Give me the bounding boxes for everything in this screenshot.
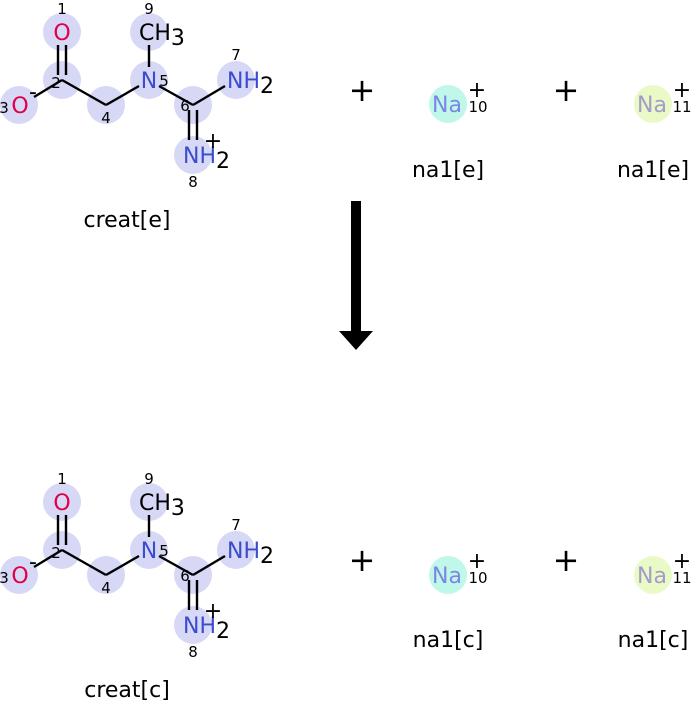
atom-na10-charge: +	[468, 78, 486, 103]
highlight-na11	[634, 85, 672, 123]
bonds	[33, 515, 226, 610]
index-10: 10	[468, 569, 487, 587]
highlight-c9	[130, 483, 168, 521]
atom-o3-charge: -	[29, 550, 37, 575]
product-sodium-11: Na + 11 na1[c]	[618, 549, 692, 653]
index-10: 10	[468, 98, 487, 116]
product-sodium-10: Na + 10 na1[c]	[413, 549, 488, 653]
highlight-c9	[130, 13, 168, 51]
highlight-n7	[217, 531, 255, 569]
atom-n8-charge: +	[204, 129, 222, 154]
index-1: 1	[57, 470, 67, 488]
atom-na11-charge: +	[673, 549, 691, 574]
atom-na11: Na	[637, 93, 667, 118]
reactant-creatine-name: creat[e]	[83, 208, 170, 233]
atom-n8: NH2	[183, 614, 230, 644]
atom-indices: 1 2 3 4 5 6 7 8 9	[0, 470, 241, 661]
atom-n8-charge: +	[204, 599, 222, 624]
highlight-n5	[130, 531, 168, 569]
atom-o1: O	[53, 21, 70, 46]
atom-n8: NH2	[183, 144, 230, 174]
reactant-plus-2: +	[553, 71, 580, 109]
atom-c9: CH3	[139, 21, 185, 51]
atom-o3-charge: -	[29, 80, 37, 105]
highlight-o3	[0, 556, 38, 594]
highlight-o3	[0, 86, 38, 124]
atom-na10: Na	[432, 564, 462, 589]
atom-labels: O O - N CH3 NH2 NH2 +	[11, 21, 274, 174]
atom-c9: CH3	[139, 491, 185, 521]
reactant-sodium-10: Na + 10 na1[e]	[412, 78, 488, 183]
index-6: 6	[180, 567, 190, 585]
index-9: 9	[144, 470, 154, 488]
reactant-plus-1: +	[349, 71, 376, 109]
highlight-na10	[429, 85, 467, 123]
index-7: 7	[231, 46, 241, 64]
index-6: 6	[180, 97, 190, 115]
index-1: 1	[57, 0, 67, 18]
atom-na11: Na	[637, 564, 667, 589]
atom-indices: 1 2 3 4 5 6 7 8 9	[0, 0, 241, 191]
arrow-shaft	[351, 201, 361, 333]
highlight-o1	[43, 483, 81, 521]
atom-na10: Na	[432, 93, 462, 118]
product-creatine-name: creat[c]	[84, 678, 170, 701]
highlight-o1	[43, 13, 81, 51]
highlight-n7	[217, 61, 255, 99]
index-2: 2	[51, 544, 61, 562]
product-plus-1: +	[349, 541, 376, 579]
atom-n5: N	[141, 539, 157, 564]
highlight-n8	[174, 136, 212, 174]
bonds	[33, 45, 226, 140]
atom-o3: O	[11, 564, 28, 589]
reactant-na10-name: na1[e]	[412, 158, 484, 183]
atom-labels: O O - N CH3 NH2 NH2 +	[11, 491, 274, 644]
atom-na11-charge: +	[673, 78, 691, 103]
product-na11-name: na1[c]	[618, 628, 689, 653]
index-3: 3	[0, 99, 9, 117]
reactant-na11-name: na1[e]	[617, 158, 689, 183]
atom-n7: NH2	[227, 539, 274, 569]
index-5: 5	[159, 542, 169, 560]
atom-o1: O	[53, 491, 70, 516]
product-na10-name: na1[c]	[413, 628, 484, 653]
index-5: 5	[159, 72, 169, 90]
reactant-creatine: O O - N CH3 NH2 NH2 + 1 2 3 4 5 6 7 8 9 …	[0, 0, 274, 233]
index-2: 2	[51, 74, 61, 92]
atom-n7: NH2	[227, 69, 274, 99]
index-11: 11	[672, 569, 691, 587]
index-9: 9	[144, 0, 154, 18]
highlight-n8	[174, 606, 212, 644]
product-plus-2: +	[553, 541, 580, 579]
reactant-sodium-11: Na + 11 na1[e]	[617, 78, 692, 183]
reaction-arrow	[339, 201, 373, 350]
atom-n5: N	[141, 69, 157, 94]
highlight-n5	[130, 61, 168, 99]
index-3: 3	[0, 569, 9, 587]
index-7: 7	[231, 516, 241, 534]
atom-na10-charge: +	[468, 549, 486, 574]
atom-o3: O	[11, 94, 28, 119]
index-4: 4	[101, 109, 111, 127]
arrow-head	[339, 331, 373, 350]
index-4: 4	[101, 579, 111, 597]
index-11: 11	[672, 98, 691, 116]
index-8: 8	[188, 643, 198, 661]
highlight-na10	[429, 556, 467, 594]
index-8: 8	[188, 173, 198, 191]
highlight-na11	[634, 556, 672, 594]
product-creatine: O O - N CH3 NH2 NH2 + 1 2 3 4 5 6 7 8 9 …	[0, 470, 274, 701]
